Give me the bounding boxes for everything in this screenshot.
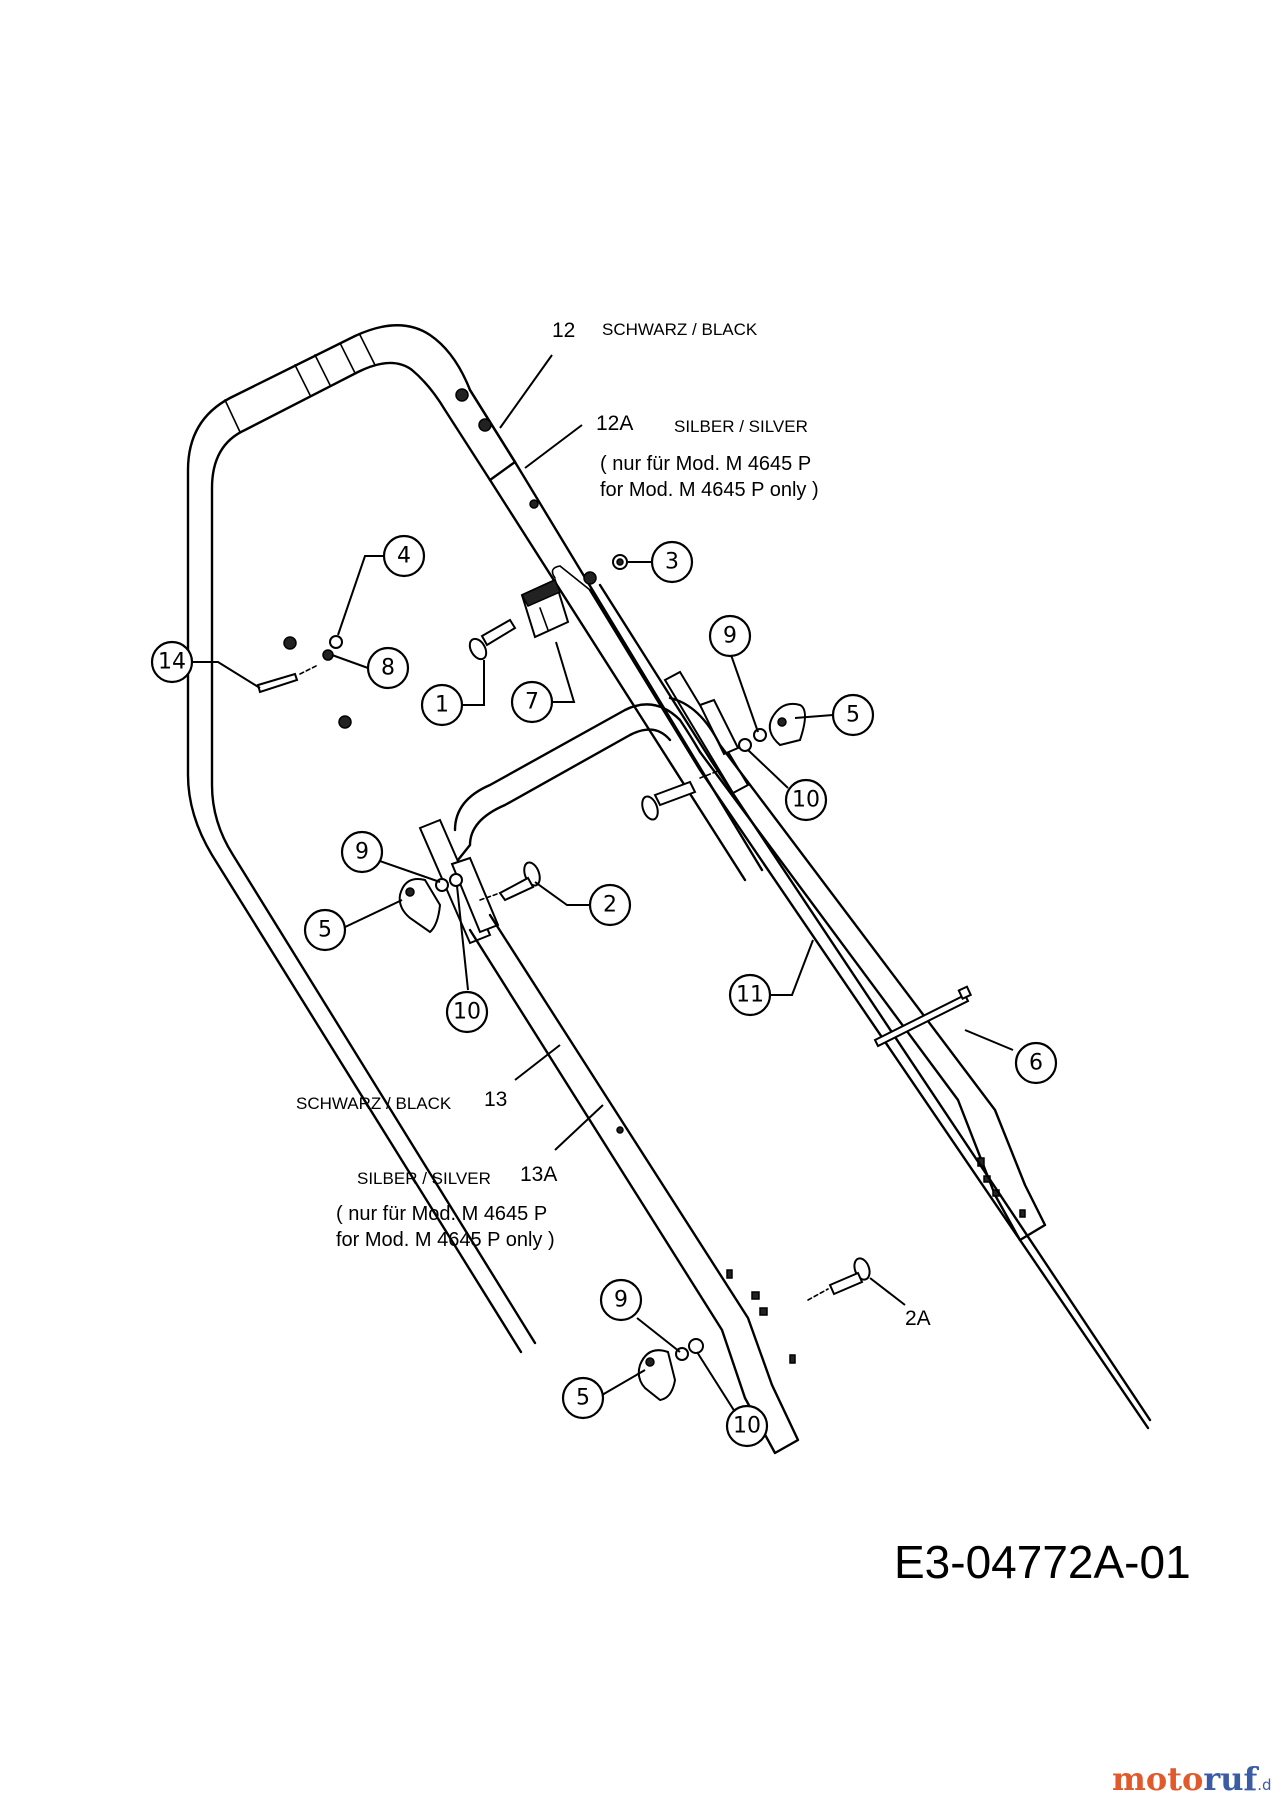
svg-text:3: 3 — [665, 550, 679, 575]
callout-5-upper-right: 5 — [831, 693, 875, 737]
callout-6: 6 — [1014, 1041, 1058, 1085]
label-13a: 13A — [520, 1163, 557, 1186]
callout-8: 8 — [366, 646, 410, 690]
label-2a: 2A — [905, 1307, 931, 1330]
callout-7: 7 — [510, 680, 554, 724]
callout-10-middle-left: 10 — [445, 990, 489, 1034]
svg-text:10: 10 — [792, 788, 820, 813]
knob-upper-right — [738, 702, 806, 752]
svg-text:1: 1 — [435, 693, 449, 718]
label-12a-note-de: ( nur für Mod. M 4645 P — [600, 453, 811, 475]
svg-text:7: 7 — [525, 690, 539, 715]
label-12a-color: SILBER / SILVER — [674, 417, 808, 436]
svg-text:14: 14 — [158, 650, 186, 675]
svg-text:10: 10 — [733, 1414, 761, 1439]
watermark-logo: motoruf.de — [1112, 1760, 1272, 1798]
knob-lower — [637, 1338, 704, 1402]
control-cable — [551, 565, 1152, 1430]
svg-text:5: 5 — [576, 1386, 590, 1411]
lower-handle — [453, 696, 1047, 1455]
label-13-color: SCHWARZ / BLACK — [296, 1094, 452, 1113]
knob-middle-left — [398, 873, 463, 934]
svg-text:9: 9 — [614, 1288, 628, 1313]
callout-9-upper-right: 9 — [708, 614, 752, 658]
callout-4: 4 — [382, 534, 426, 578]
upper-handle — [186, 324, 764, 1354]
svg-text:9: 9 — [723, 624, 737, 649]
part-bolt-upper-right — [641, 770, 719, 821]
callout-2: 2 — [588, 883, 632, 927]
label-13a-note-en: for Mod. M 4645 P only ) — [336, 1229, 555, 1251]
svg-text:9: 9 — [355, 840, 369, 865]
drawing-number: E3-04772A-01 — [894, 1536, 1191, 1588]
label-12: 12 — [552, 319, 575, 342]
callout-10-lower: 10 — [725, 1404, 769, 1448]
svg-text:11: 11 — [736, 983, 764, 1008]
part-bolt-2a — [807, 1257, 871, 1301]
label-13a-note-de: ( nur für Mod. M 4645 P — [336, 1203, 547, 1225]
part-nut-4 — [329, 635, 343, 649]
callout-9-middle-left: 9 — [340, 830, 384, 874]
part-clamp-7 — [520, 578, 570, 639]
part-bolt-2 — [479, 861, 541, 902]
svg-text:10: 10 — [453, 1000, 481, 1025]
leader-lines — [190, 354, 1014, 1413]
part-bolt-1 — [468, 618, 517, 661]
svg-text:6: 6 — [1029, 1051, 1043, 1076]
callout-5-lower: 5 — [561, 1376, 605, 1420]
callout-11: 11 — [728, 973, 772, 1017]
label-12-color: SCHWARZ / BLACK — [602, 320, 758, 339]
part-tie-6 — [873, 985, 973, 1048]
part-tie-14 — [256, 664, 319, 694]
svg-text:5: 5 — [846, 703, 860, 728]
label-12a-note-en: for Mod. M 4645 P only ) — [600, 479, 819, 501]
svg-text:5: 5 — [318, 918, 332, 943]
svg-text:motoruf.de: motoruf.de — [1112, 1760, 1272, 1798]
callout-10-upper-right: 10 — [784, 778, 828, 822]
svg-text:4: 4 — [397, 544, 411, 569]
label-12a: 12A — [596, 412, 633, 435]
svg-text:8: 8 — [381, 656, 395, 681]
label-13: 13 — [484, 1088, 507, 1111]
callout-9-lower: 9 — [599, 1278, 643, 1322]
callout-5-middle-left: 5 — [303, 908, 347, 952]
callout-3: 3 — [650, 540, 694, 584]
svg-text:2: 2 — [603, 893, 617, 918]
callout-14: 14 — [150, 640, 194, 684]
label-13a-color: SILBER / SILVER — [357, 1169, 491, 1188]
callout-1: 1 — [420, 683, 464, 727]
